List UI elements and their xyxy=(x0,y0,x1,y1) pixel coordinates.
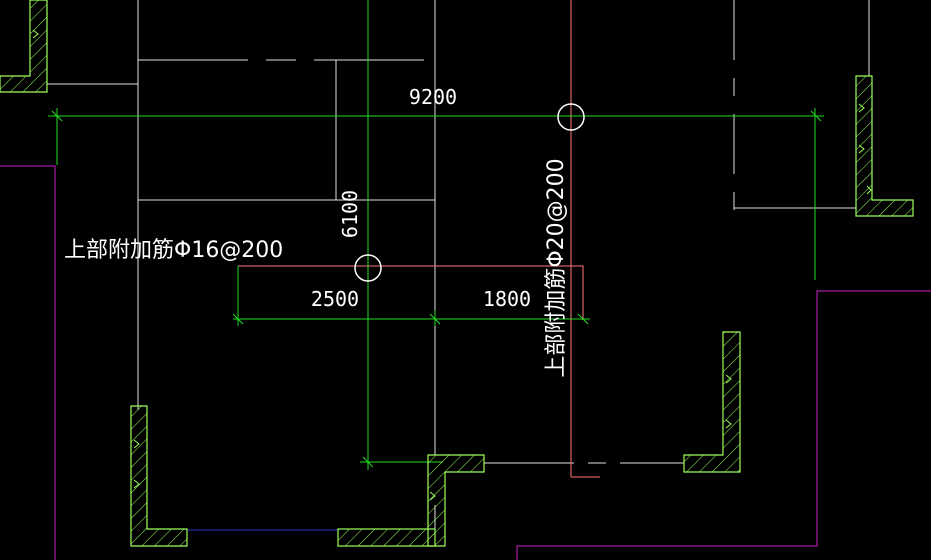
rebar-note-vertical: 上部附加筋Φ20@200 xyxy=(544,158,569,377)
dimension-segment-left: 2500 xyxy=(311,287,359,311)
dimension-overall-width: 9200 xyxy=(409,85,457,109)
hatched-wall-bottom-right xyxy=(683,331,741,473)
wall-mark xyxy=(725,374,732,384)
axis-bubbles xyxy=(354,103,585,282)
axis-tick xyxy=(362,456,374,468)
wall-mark xyxy=(866,185,872,195)
boundary-lines xyxy=(0,165,931,560)
wall-mark xyxy=(133,479,140,489)
hatched-walls xyxy=(0,0,914,547)
section-lines xyxy=(238,0,600,478)
hatched-wall-right xyxy=(855,75,914,217)
axis-lines xyxy=(48,0,824,470)
dimension-segment-right: 1800 xyxy=(483,287,531,311)
boundary-right xyxy=(516,290,931,560)
wall-marks xyxy=(32,29,872,501)
axis-tick xyxy=(232,313,244,325)
wall-mark xyxy=(32,29,39,39)
axis-bubble xyxy=(354,254,382,282)
section-outline xyxy=(238,265,584,320)
axis-bubble xyxy=(557,103,585,131)
axis-tick xyxy=(810,110,822,122)
hatched-wall-top-left xyxy=(0,0,48,93)
rebar-note-horizontal: 上部附加筋Φ16@200 xyxy=(64,238,283,263)
axis-tick xyxy=(577,313,589,325)
axis-tick xyxy=(429,313,441,325)
hatched-wall-bottom-left xyxy=(130,405,188,547)
wall-mark xyxy=(133,439,140,449)
dimension-overall-height: 6100 xyxy=(338,190,362,238)
boundary-left xyxy=(0,165,56,560)
hatched-wall-bottom-center xyxy=(427,454,485,547)
wall-mark xyxy=(429,491,436,501)
wall-mark xyxy=(858,103,865,113)
wall-mark xyxy=(725,419,732,429)
wall-mark xyxy=(858,144,865,154)
hatched-wall-bottom-mid xyxy=(337,528,436,547)
